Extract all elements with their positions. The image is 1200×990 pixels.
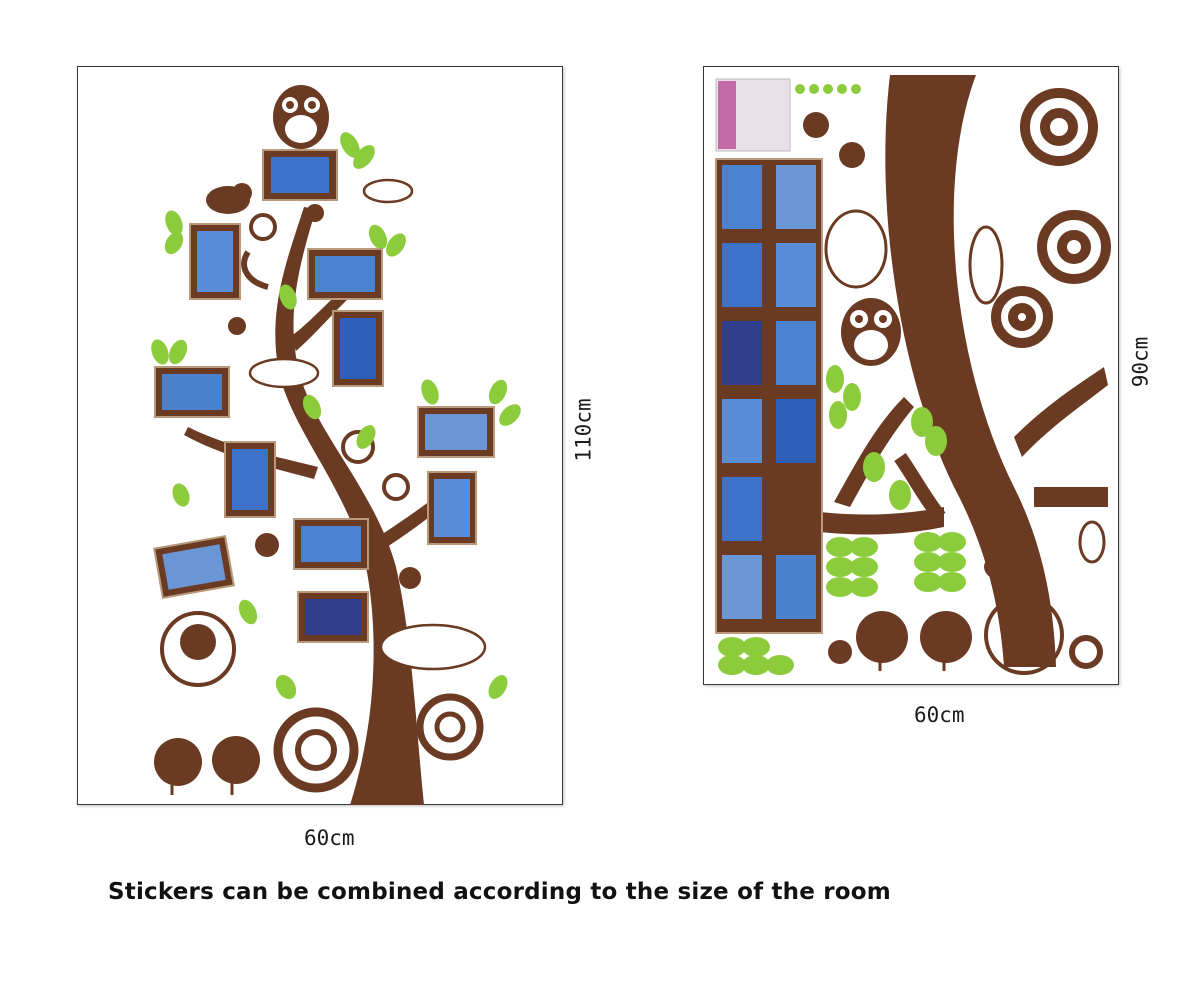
leaf-icon bbox=[151, 132, 521, 700]
swirl-icon bbox=[249, 213, 277, 241]
bird-icon bbox=[984, 539, 1030, 581]
flower-icon bbox=[228, 317, 246, 335]
right-height-label: 90cm bbox=[1128, 336, 1153, 388]
swirl-icon bbox=[416, 693, 484, 761]
bird-icon bbox=[206, 183, 252, 214]
flower-icon bbox=[839, 142, 865, 168]
tree-sticker-art-right bbox=[715, 75, 1111, 675]
swirl-icon bbox=[1069, 635, 1103, 669]
owl-icon bbox=[273, 85, 329, 149]
bird-icon bbox=[212, 736, 260, 795]
flower-icon bbox=[255, 533, 279, 557]
swirl-icon bbox=[382, 473, 410, 501]
sticker-sheet-right bbox=[703, 66, 1119, 685]
branch bbox=[1014, 367, 1108, 457]
swirl-icon bbox=[953, 452, 987, 486]
branch bbox=[241, 250, 269, 290]
bird-icon bbox=[160, 611, 236, 687]
sticker-sheet-left bbox=[77, 66, 563, 805]
tree-trunk bbox=[885, 75, 1056, 667]
owl-icon bbox=[841, 298, 901, 366]
swirl-icon bbox=[295, 729, 337, 771]
cloud-icon bbox=[824, 209, 1106, 564]
branch bbox=[894, 452, 946, 522]
right-width-label: 60cm bbox=[914, 703, 965, 727]
branch bbox=[1034, 487, 1108, 507]
flower-icon bbox=[803, 112, 829, 138]
swirl-icon bbox=[991, 88, 1111, 348]
cloud-icon bbox=[248, 178, 487, 671]
icon-row bbox=[795, 84, 861, 94]
tree-sticker-art-left bbox=[151, 85, 521, 805]
swirl-icon bbox=[434, 711, 466, 743]
flower-icon bbox=[828, 640, 852, 664]
swirl-icon bbox=[341, 430, 375, 464]
flower-icon bbox=[399, 567, 421, 589]
photo-frame-icon bbox=[153, 149, 495, 643]
bird-icon bbox=[920, 611, 972, 671]
caption-text: Stickers can be combined according to th… bbox=[108, 879, 891, 905]
bird-icon bbox=[856, 611, 908, 671]
swirl-icon bbox=[273, 707, 359, 793]
photo-frame-icon bbox=[715, 158, 823, 634]
left-width-label: 60cm bbox=[304, 826, 355, 850]
bird-icon bbox=[984, 595, 1064, 675]
flower-icon bbox=[306, 204, 324, 222]
left-height-label: 110cm bbox=[571, 398, 596, 462]
bird-icon bbox=[154, 738, 202, 795]
